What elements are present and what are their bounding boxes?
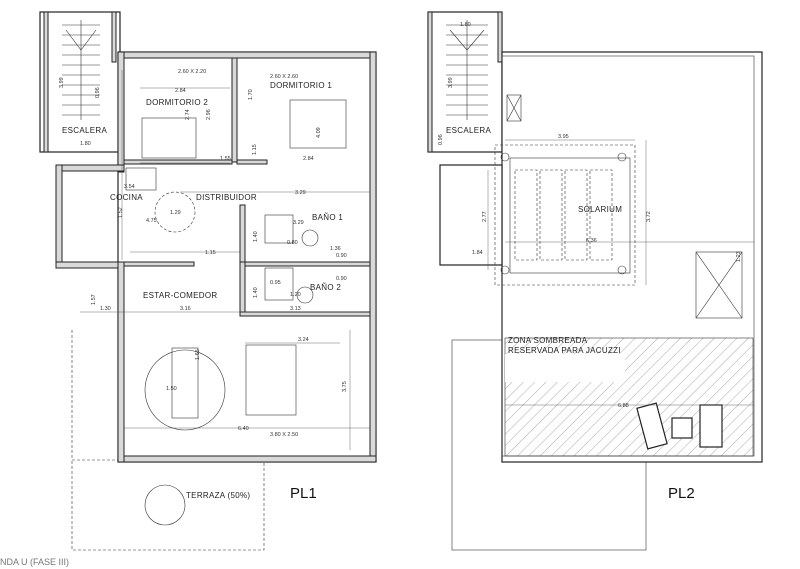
dimension-label: 0.90 [336, 253, 347, 259]
dimension-label: 1.29 [170, 210, 181, 216]
dimension-label: 2.84 [303, 156, 314, 162]
dimension-label: 2.77 [482, 211, 488, 222]
solarium-area [494, 144, 636, 286]
pl2-labels: ESCALERA SOLARIUM ZONA SOMBREADA RESERVA… [438, 22, 742, 502]
dimension-label: 1.40 [253, 287, 259, 298]
stair-steps [62, 20, 100, 120]
dimension-label: 3.29 [295, 190, 306, 196]
dimension-label: 1.50 [166, 386, 177, 392]
dimension-label: 3.24 [298, 337, 309, 343]
pl1-labels: DORMITORIO 2 DORMITORIO 1 ESCALERA COCIN… [59, 69, 348, 502]
dimension-label: 6.40 [238, 426, 249, 432]
plan-label-pl2: PL2 [668, 485, 695, 502]
drawing-caption: NDA U (FASE III) [0, 557, 69, 567]
dimension-label: 4.75 [146, 218, 157, 224]
dimension-label: 1.15 [252, 144, 258, 155]
pl1-outer-wall [117, 51, 377, 463]
room-escalera: ESCALERA [62, 126, 107, 135]
bed-dormitorio-2 [141, 117, 197, 159]
dimension-label: 3.95 [558, 134, 569, 140]
dimension-label: 1.84 [472, 250, 483, 256]
room-distribuidor: DISTRIBUIDOR [196, 193, 257, 202]
sofa [245, 344, 297, 416]
room-dormitorio-2: DORMITORIO 2 [146, 98, 208, 107]
stair-block [39, 11, 121, 153]
dimension-label: 3.80 X 2.50 [270, 432, 298, 438]
dimension-label: 0.95 [270, 280, 281, 286]
plan-pl1 [39, 11, 377, 551]
dimension-label: 6.36 [586, 238, 597, 244]
dimension-label: 3.29 [293, 220, 304, 226]
zona-jacuzzi-label: RESERVADA PARA JACUZZI [508, 346, 621, 355]
dimension-label: 2.96 [206, 109, 212, 120]
room-dormitorio-1: DORMITORIO 1 [270, 81, 332, 90]
dimension-label: 3.13 [290, 306, 301, 312]
dimension-label: 1.57 [91, 294, 97, 305]
dimension-label: 1.80 [460, 22, 471, 28]
dimension-label: 2.60 X 2.60 [270, 74, 298, 80]
stair-block-pl2 [427, 11, 503, 153]
bed-dormitorio-1 [289, 99, 347, 149]
dimension-label: 1.36 [330, 246, 341, 252]
dimension-label: 0.96 [438, 134, 444, 145]
dimension-label: 1.65 [195, 349, 201, 360]
dimension-label: 1.40 [253, 231, 259, 242]
dimension-label: 2.60 X 2.20 [178, 69, 206, 75]
dimension-label: 3.54 [124, 184, 135, 190]
dimension-label: 1.23 [736, 251, 742, 262]
terraza-outline [71, 459, 265, 551]
dimension-label: 2.84 [175, 88, 186, 94]
dimension-label: 1.80 [80, 141, 91, 147]
dimension-label: 1.20 [290, 292, 301, 298]
room-terraza: TERRAZA (50%) [186, 491, 250, 500]
dimension-label: 1.55 [220, 156, 231, 162]
dimension-label: 2.74 [185, 109, 191, 120]
dimension-label: 0.96 [95, 87, 101, 98]
dimension-label: 3.16 [180, 306, 191, 312]
dimension-label: 1.52 [118, 207, 124, 218]
stair-steps-pl2 [446, 20, 488, 120]
zona-sombreada-label: ZONA SOMBREADA [508, 336, 588, 345]
dimension-label: 1.70 [248, 89, 254, 100]
dimension-label: 1.15 [205, 250, 216, 256]
dimension-label: 6.88 [618, 403, 629, 409]
dimension-label: 3.75 [342, 381, 348, 392]
dimension-label: 3.72 [646, 211, 652, 222]
room-estar-comedor: ESTAR-COMEDOR [143, 291, 217, 300]
plan-label-pl1: PL1 [290, 485, 317, 502]
dimension-label: 3.99 [59, 77, 65, 88]
dimension-label: 3.99 [448, 77, 454, 88]
room-cocina: COCINA [110, 193, 143, 202]
room-escalera-pl2: ESCALERA [446, 126, 491, 135]
plan-pl2 [427, 11, 763, 551]
room-solarium: SOLARIUM [578, 205, 622, 214]
solar-panel [695, 251, 743, 319]
dining-table-area [144, 349, 226, 431]
room-bano-1: BAÑO 1 [312, 213, 343, 222]
dimension-label: 1.30 [100, 306, 111, 312]
dimension-label: 0.80 [287, 240, 298, 246]
terraza-table [144, 484, 186, 526]
dimension-label: 4.09 [316, 127, 322, 138]
dimension-label: 0.90 [336, 276, 347, 282]
room-bano-2: BAÑO 2 [310, 283, 341, 292]
